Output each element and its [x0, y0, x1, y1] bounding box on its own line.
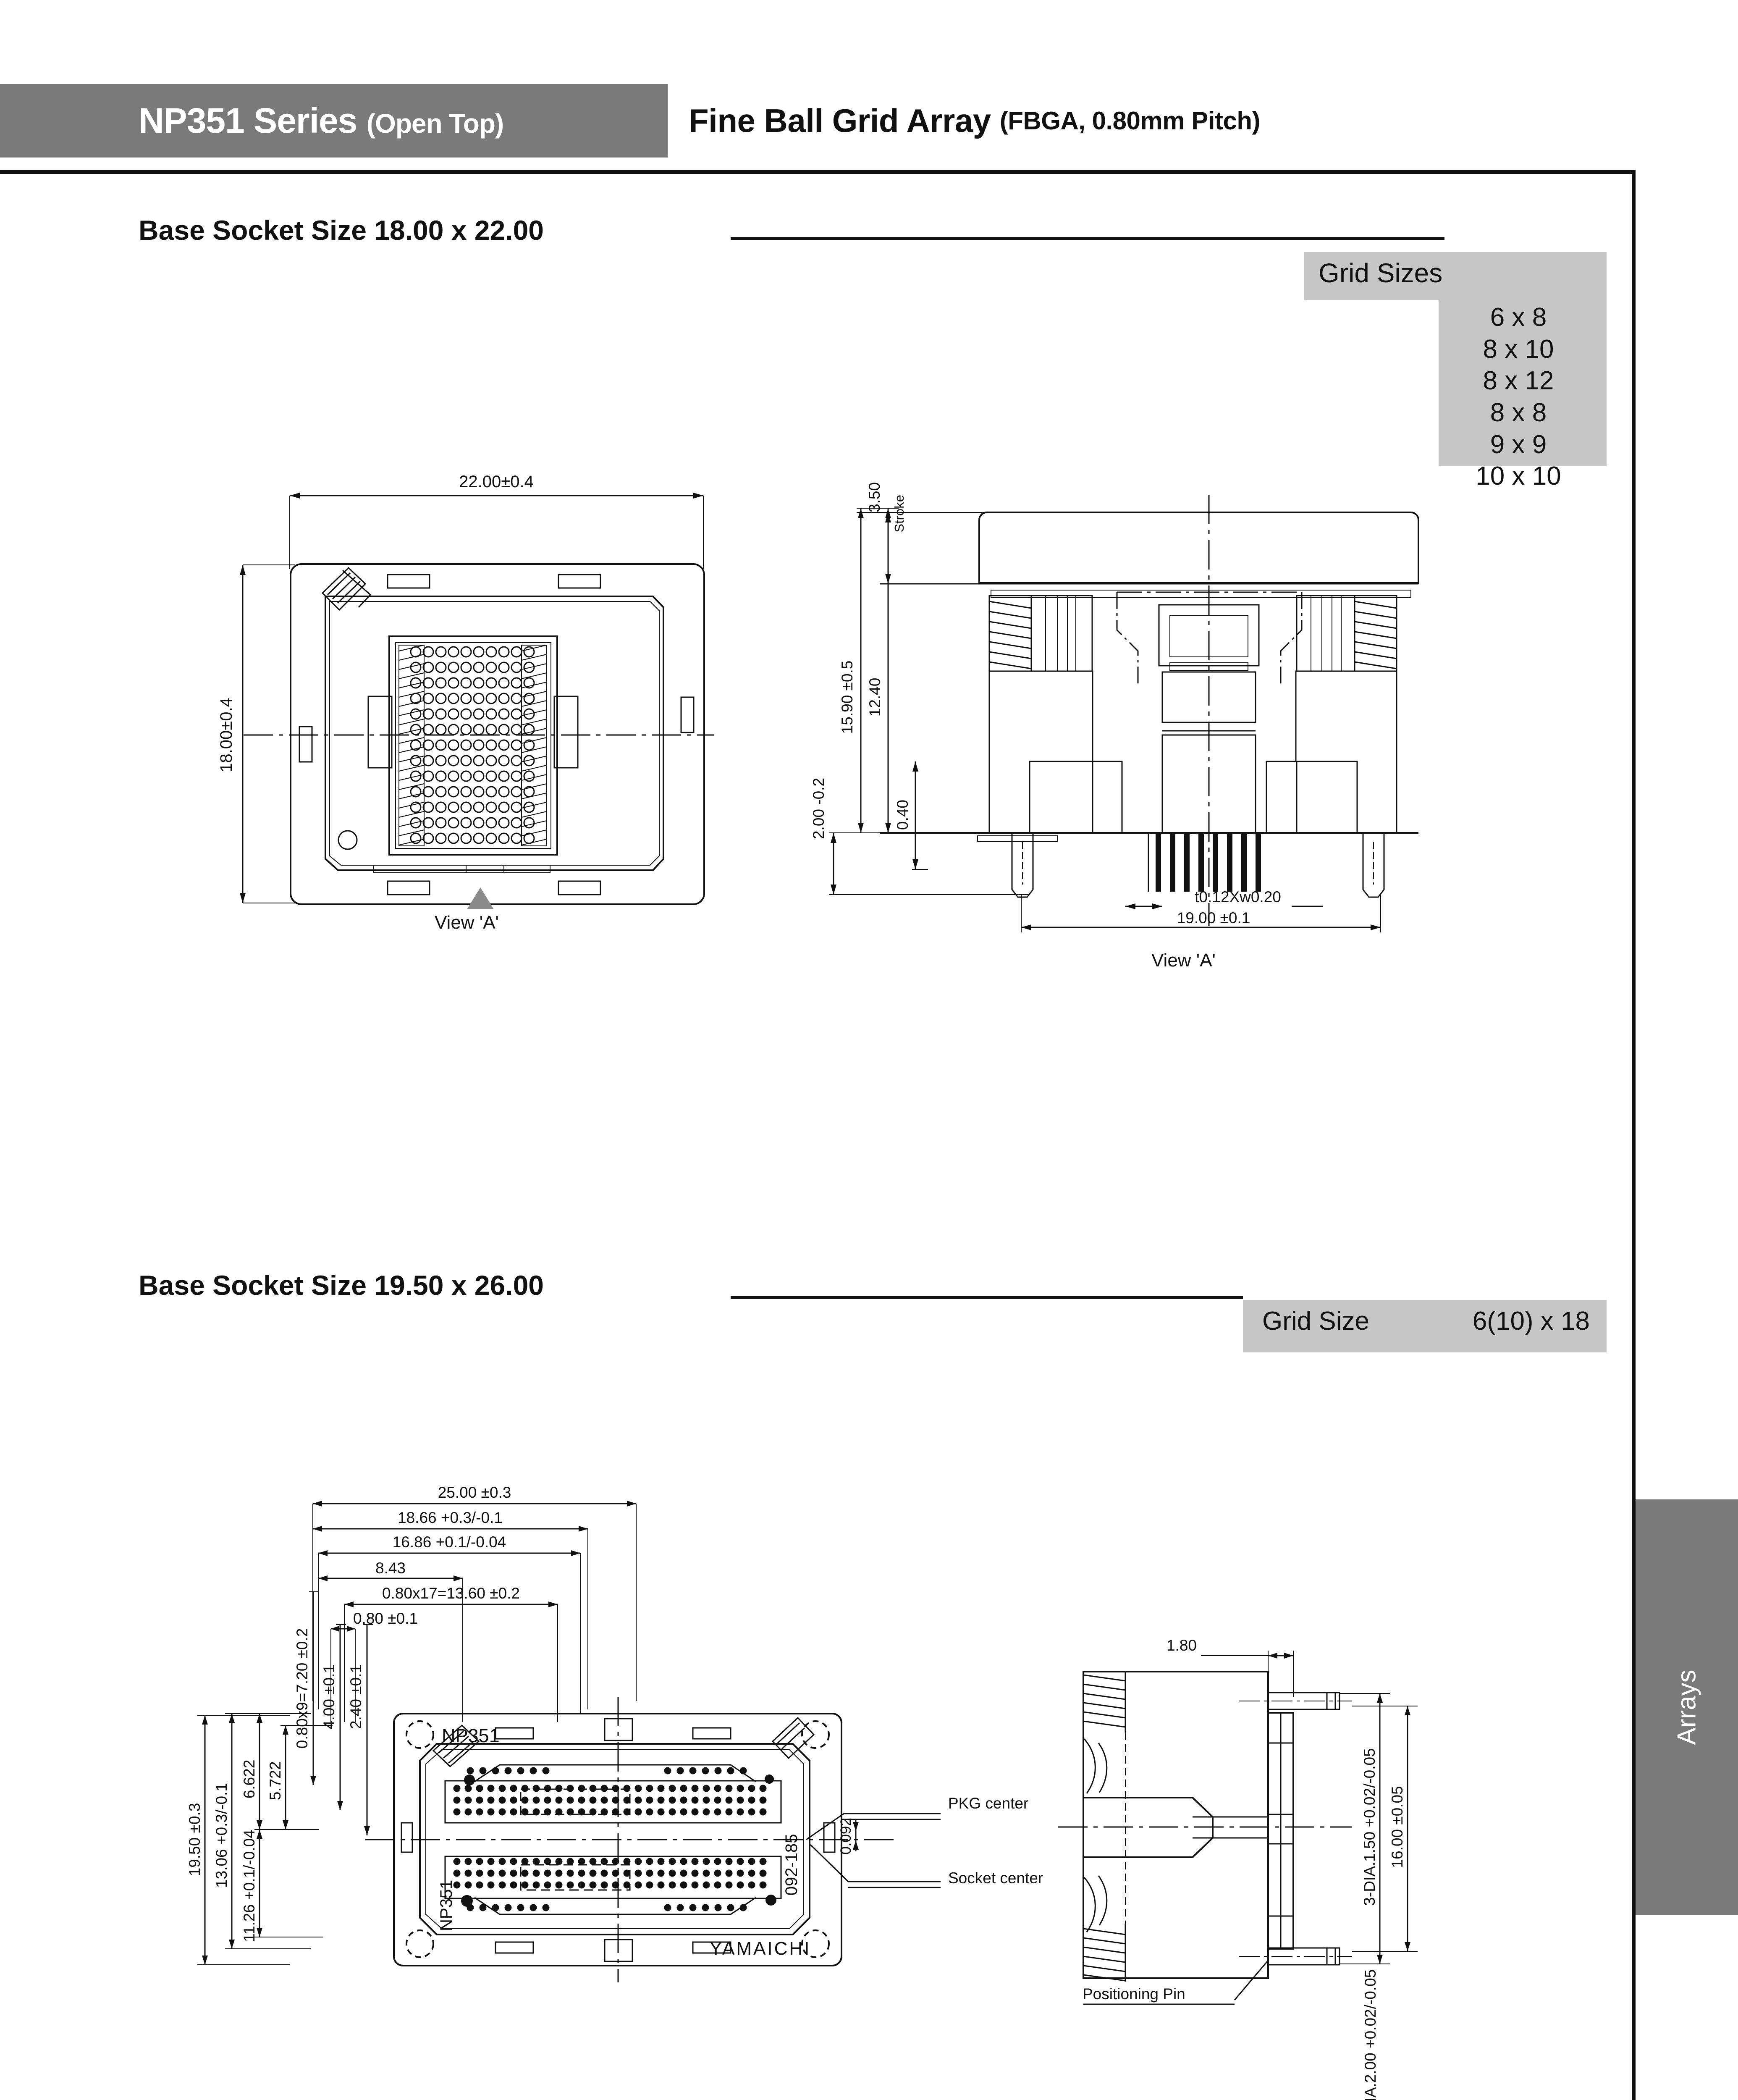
grid-size-item: 8 x 10 — [1483, 334, 1554, 364]
section1-heading: Base Socket Size 18.00 x 22.00 — [139, 215, 544, 246]
header-series-title: NP351 Series (Open Top) — [139, 100, 504, 141]
grid-size-item: 8 x 12 — [1483, 366, 1554, 396]
header-bar: NP351 Series (Open Top) — [0, 84, 668, 158]
callout-pkg-center: PKG center — [948, 1795, 1028, 1812]
view-a-arrow-icon-1 — [467, 887, 494, 909]
dim2s-180: 1.80 — [1167, 1637, 1197, 1654]
callout-positioning-pin: Positioning Pin — [1083, 1985, 1185, 2003]
dim-body-height-1: 12.40 — [866, 678, 883, 717]
grid-size-item: 8 x 8 — [1490, 398, 1547, 427]
grid-size-item: 6 x 8 — [1490, 303, 1547, 332]
label-stroke-1: Stroke — [892, 495, 907, 533]
dim2-080: 0.80 ±0.1 — [353, 1610, 418, 1627]
dim-stroke-1: 3.50 — [866, 482, 883, 512]
dim-plan-width-1: 22.00±0.4 — [459, 472, 534, 491]
mark-code: 092-185 — [782, 1834, 801, 1896]
socket-plan-view-drawing-1: 22.00±0.4 18.00±0.4 — [181, 445, 726, 932]
page-frame-right — [1632, 170, 1636, 2100]
mark-brand: YAMAICHI — [710, 1938, 811, 1959]
side-tab-arrays[interactable]: Arrays — [1636, 1499, 1738, 1915]
socket-plan-view-drawing-2: 25.00 ±0.3 18.66 +0.3/-0.1 16.86 +0.1/-0… — [185, 1462, 1079, 2008]
dim2-1950: 19.50 ±0.3 — [186, 1803, 203, 1877]
dim2s-pin-dia: 3-DIA.1.50 +0.02/-0.05 — [1361, 1748, 1378, 1906]
socket-side-view-drawing-1: 3.50 Stroke 15.90 ±0.5 12.40 2.00 -0.2 0… — [794, 445, 1423, 941]
mark-np351-bottom: NP351 — [437, 1880, 456, 1931]
grid-size-item: 9 x 9 — [1490, 430, 1547, 459]
header-series-name: NP351 Series — [139, 101, 357, 140]
header-family-paren: (FBGA, 0.80mm Pitch) — [999, 107, 1261, 135]
dim-lead-height-1: 0.40 — [894, 800, 911, 830]
dim2-1866: 18.66 +0.3/-0.1 — [398, 1509, 503, 1526]
view-a-label-2: View 'A' — [1151, 950, 1216, 971]
dim2-25: 25.00 ±0.3 — [438, 1484, 511, 1501]
dim2s-pos-dia: DIA.2.00 +0.02/-0.05 — [1362, 1969, 1379, 2100]
page-frame-top — [0, 170, 1636, 174]
dim2s-pin-span: 16.00 ±0.05 — [1389, 1786, 1406, 1868]
grid-sizes-list: 6 x 8 8 x 10 8 x 12 8 x 8 9 x 9 10 x 10 — [1439, 302, 1598, 492]
dim-plan-height-1: 18.00±0.4 — [217, 698, 236, 772]
dim2-400: 4.00 ±0.1 — [320, 1664, 338, 1729]
grid-size-item: 10 x 10 — [1476, 462, 1561, 491]
grid-size-value-2: 6(10) x 18 — [1472, 1307, 1590, 1336]
section1-rule — [731, 237, 1444, 240]
dim2-pitch-v: 0.80x9=7.20 ±0.2 — [294, 1628, 311, 1749]
dim-lead-size-1: t0.12Xw0.20 — [1195, 888, 1281, 906]
dim-lead-span-1: 19.00 ±0.1 — [1177, 909, 1250, 927]
header-family-name: Fine Ball Grid Array — [689, 102, 991, 139]
header-series-paren: (Open Top) — [366, 108, 504, 139]
grid-size-panel-2 — [1243, 1300, 1607, 1352]
side-tab-label: Arrays — [1672, 1670, 1701, 1745]
view-a-label-1: View 'A' — [435, 912, 499, 933]
header-family-title: Fine Ball Grid Array (FBGA, 0.80mm Pitch… — [689, 84, 1260, 158]
grid-size-row-2: Grid Size 6(10) x 18 — [1243, 1306, 1607, 1336]
dim2-5722: 5.722 — [267, 1761, 284, 1801]
grid-sizes-panel-head — [1304, 252, 1607, 300]
dim2-6622: 6.622 — [241, 1760, 258, 1799]
grid-sizes-title: Grid Sizes — [1319, 258, 1443, 288]
dim-total-height-1: 15.90 ±0.5 — [839, 661, 856, 734]
dim2-offset: 0.092 — [838, 1818, 854, 1855]
dim2-1126: 11.26 +0.1/-0.04 — [241, 1830, 258, 1942]
dim2-1686: 16.86 +0.1/-0.04 — [393, 1533, 506, 1551]
grid-size-label-2: Grid Size — [1262, 1307, 1369, 1336]
socket-side-view-drawing-2: 1.80 3-DIA.1.50 +0.02/-0.05 16.00 ±0.05 … — [1058, 1617, 1583, 2100]
callout-socket-center: Socket center — [948, 1869, 1043, 1887]
dim2-240: 2.40 ±0.1 — [347, 1664, 364, 1729]
dim2-pitch-h: 0.80x17=13.60 ±0.2 — [382, 1585, 520, 1602]
section2-heading: Base Socket Size 19.50 x 26.00 — [139, 1270, 544, 1301]
dim-base-height-1: 2.00 -0.2 — [810, 778, 827, 839]
mark-np351-top: NP351 — [442, 1725, 500, 1746]
section2-rule — [731, 1296, 1243, 1299]
dim2-1306: 13.06 +0.3/-0.1 — [213, 1783, 230, 1888]
dim2-843: 8.43 — [375, 1559, 406, 1577]
